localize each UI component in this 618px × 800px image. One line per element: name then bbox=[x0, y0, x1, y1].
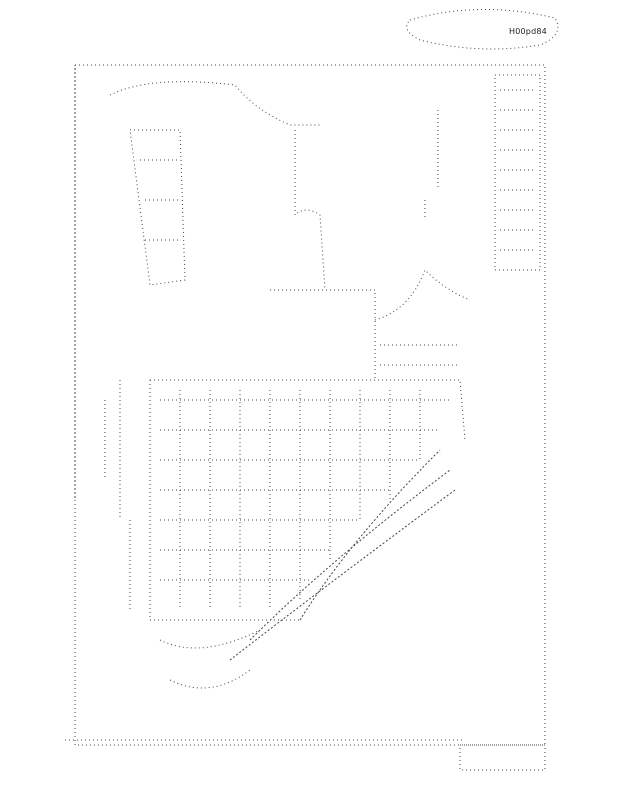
city-grid bbox=[160, 390, 450, 610]
inset-map bbox=[109, 81, 320, 286]
legend-box bbox=[494, 74, 541, 271]
stamp-code: H00pd84 bbox=[509, 27, 547, 36]
scattered-marks bbox=[65, 110, 465, 741]
title-box bbox=[459, 744, 546, 771]
river bbox=[229, 449, 456, 661]
roads bbox=[149, 130, 471, 621]
map-border bbox=[74, 64, 546, 746]
